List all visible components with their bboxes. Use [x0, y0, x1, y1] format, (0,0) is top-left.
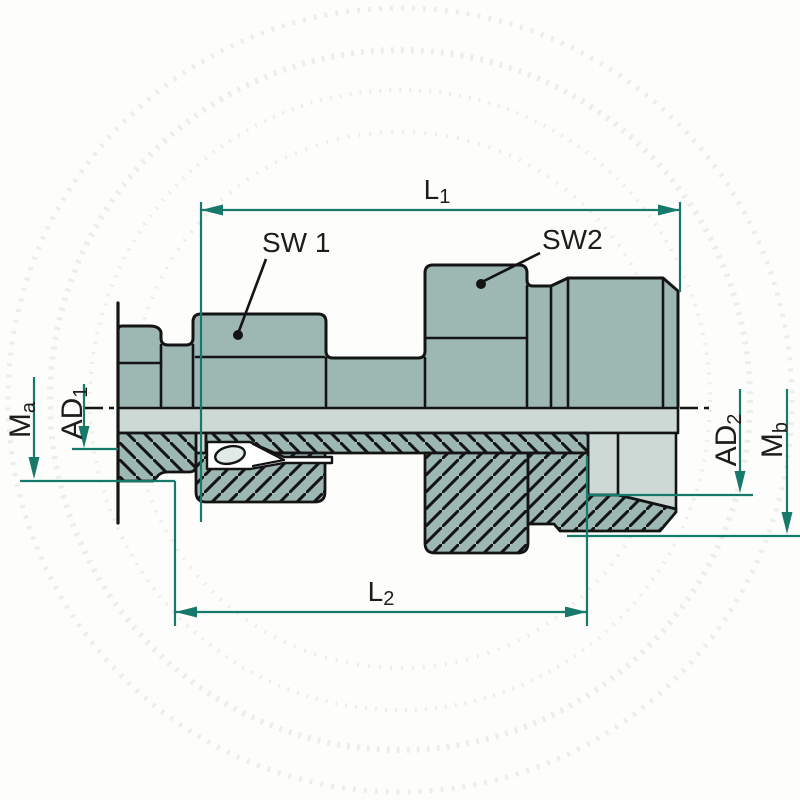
- upper-silhouette: [116, 263, 680, 408]
- fitting-lower-section: [116, 406, 680, 555]
- callout-sw1: SW 1: [233, 227, 330, 340]
- callout-sw2: SW2: [476, 224, 603, 289]
- cutting-edge-lines: [251, 442, 286, 468]
- dimension-ma: Ma: [4, 377, 175, 483]
- ad2-label: AD2: [710, 414, 746, 467]
- fitting-upper-body: [116, 263, 680, 408]
- sw1-label: SW 1: [262, 227, 330, 258]
- ad1-label: AD1: [56, 387, 92, 440]
- dimension-ad1: AD1: [56, 384, 118, 451]
- l2-label: L2: [368, 576, 395, 610]
- dimension-ad2: AD2: [588, 389, 753, 497]
- l1-label: L1: [424, 174, 451, 208]
- cutting-ring-olive: [214, 444, 246, 466]
- ma-label: Ma: [4, 401, 40, 438]
- dimension-l2: L2: [173, 456, 589, 626]
- body-hex-hatched: [423, 451, 530, 555]
- dimension-l1: L1: [199, 174, 682, 522]
- left-stud-hatched: [116, 431, 198, 483]
- mb-label: Mb: [756, 422, 792, 458]
- sw2-label: SW2: [542, 224, 603, 255]
- dimension-mb: Mb: [567, 389, 800, 538]
- upper-detail-lines: [116, 276, 665, 408]
